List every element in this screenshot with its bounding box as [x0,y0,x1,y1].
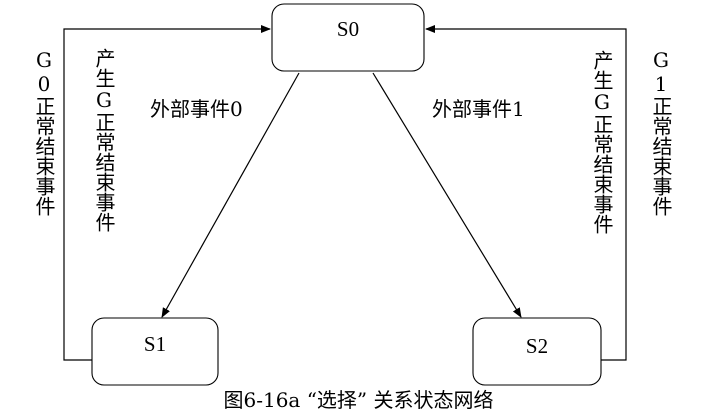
edge-label-event0: 外部事件0 [150,97,243,121]
state-node-s1: S1 [91,317,219,386]
edge-label-generate-g-left: 产生G正常结束事件 [92,48,116,232]
arrow-s0-to-s2 [372,72,522,318]
arrow-s1-to-s0 [63,25,271,361]
edge-label-generate-g-right: 产生G正常结束事件 [590,50,614,234]
figure-caption: 图6-16a “选择” 关系状态网络 [223,388,494,412]
state-label-s2: S2 [526,334,548,358]
state-node-s0: S0 [271,3,425,72]
edge-label-event1: 外部事件1 [432,97,525,121]
state-label-s1: S1 [144,332,166,356]
edge-label-g1-done: G1正常结束事件 [649,48,673,216]
edge-label-g0-done: G0正常结束事件 [32,48,56,216]
arrow-s2-to-s0 [425,25,627,361]
state-node-s2: S2 [472,317,602,386]
arrow-s0-to-s1 [161,72,300,318]
state-label-s0: S0 [337,17,359,41]
